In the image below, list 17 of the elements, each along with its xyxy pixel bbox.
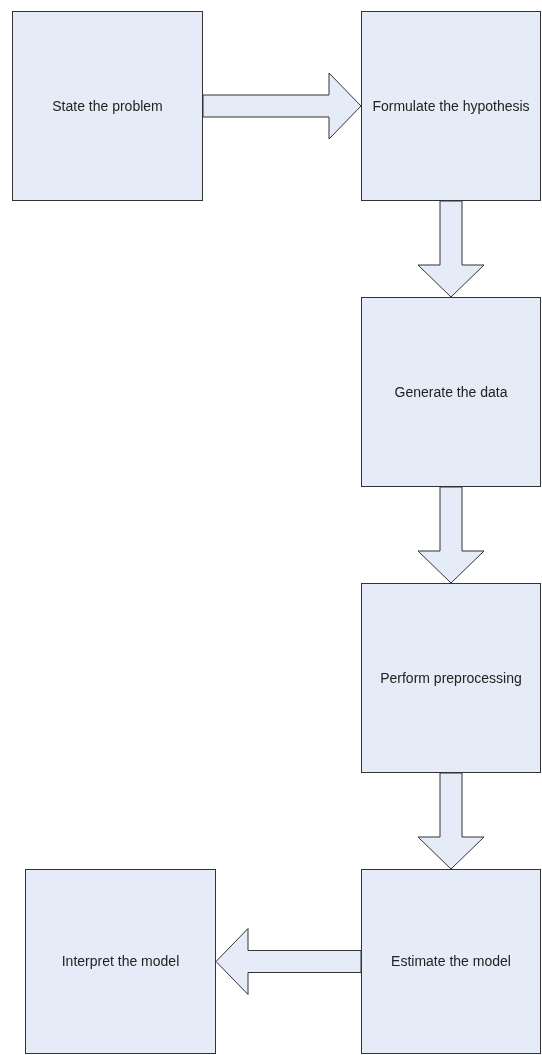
process-box: [25, 869, 216, 1054]
block-arrow: [202, 72, 362, 140]
box-label: State the problem: [52, 96, 163, 116]
process-box: [361, 583, 541, 773]
process-box: [361, 11, 541, 201]
block-arrow: [417, 200, 485, 298]
box-label: Formulate the hypothesis: [372, 96, 530, 116]
process-box: [361, 297, 541, 487]
box-label: Estimate the model: [391, 952, 511, 971]
box-label: Generate the data: [394, 382, 508, 402]
box-label: Interpret the model: [61, 952, 180, 971]
box-label: Perform preprocessing: [380, 668, 522, 688]
process-box: [12, 11, 203, 201]
block-arrow: [417, 486, 485, 584]
block-arrow: [417, 772, 485, 870]
block-arrow: [215, 928, 362, 995]
process-box: [361, 869, 541, 1054]
